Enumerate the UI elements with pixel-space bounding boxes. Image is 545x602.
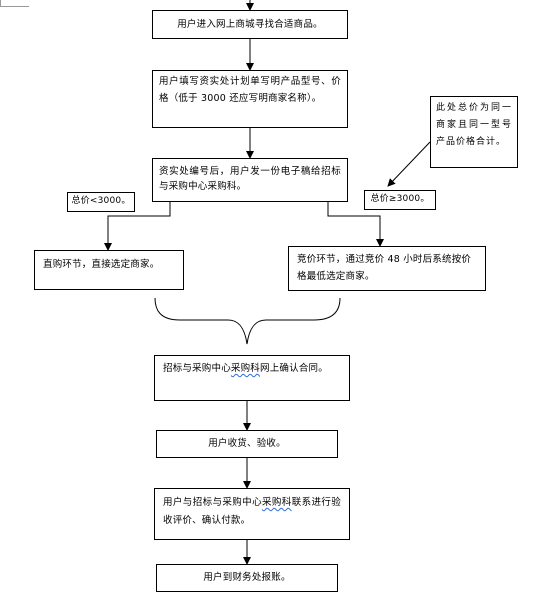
confirm-text-b: 采购科 — [230, 363, 261, 374]
step-finance-reimburse-text: 用户到财务处报账。 — [203, 572, 291, 583]
step-send-draft-text: 资实处编号后，用户发一份电子稿给招标与采购中心采购科。 — [159, 166, 341, 192]
arrow-to-direct-purchase — [104, 202, 171, 251]
arrow-to-bidding — [327, 202, 384, 247]
step-confirm-contract: 招标与采购中心采购科网上确认合同。 — [154, 355, 350, 401]
bidding-text: 竞价环节，通过竞价 48 小时后系统按价格最低选定商家。 — [297, 254, 472, 282]
bidding-box: 竞价环节，通过竞价 48 小时后系统按价格最低选定商家。 — [288, 246, 486, 291]
note-total-price-text: 此处总价为同一商家且同一型号产品价格合计。 — [436, 103, 512, 147]
direct-purchase-box: 直购环节，直接选定商家。 — [34, 250, 184, 290]
contact-text-c: 联系进行验收评价、确认付款。 — [163, 497, 341, 526]
contact-text-a: 用户与招标与采购中心 — [163, 497, 262, 508]
arrow-note-to-label — [387, 141, 431, 187]
branch-label-low-text: 总价<3000。 — [71, 196, 131, 206]
branch-label-low: 总价<3000。 — [67, 192, 135, 212]
step-enter-mall: 用户进入网上商城寻找合适商品。 — [152, 10, 348, 39]
merge-brace — [154, 297, 341, 345]
confirm-text-a: 招标与采购中心 — [163, 363, 231, 374]
page-corner-mark — [0, 0, 29, 7]
branch-label-high-text: 总价≥3000。 — [370, 194, 430, 204]
step-fill-plan-text: 用户填写资实处计划单写明产品型号、价格（低于 3000 还应写明商家名称）。 — [159, 76, 341, 104]
contact-text-b: 采购科 — [261, 497, 292, 508]
step-contact-evaluate: 用户与招标与采购中心采购科联系进行验收评价、确认付款。 — [154, 488, 350, 540]
step-finance-reimburse: 用户到财务处报账。 — [156, 564, 338, 592]
direct-purchase-text: 直购环节，直接选定商家。 — [43, 259, 160, 270]
step-receive-goods-text: 用户收货、验收。 — [208, 438, 286, 449]
confirm-text-c: 网上确认合同。 — [260, 363, 328, 374]
step-receive-goods: 用户收货、验收。 — [156, 430, 338, 458]
step-fill-plan: 用户填写资实处计划单写明产品型号、价格（低于 3000 还应写明商家名称）。 — [152, 70, 348, 128]
branch-label-high: 总价≥3000。 — [364, 190, 436, 210]
note-total-price: 此处总价为同一商家且同一型号产品价格合计。 — [430, 96, 518, 168]
step-send-draft: 资实处编号后，用户发一份电子稿给招标与采购中心采购科。 — [152, 158, 348, 202]
step-enter-mall-text: 用户进入网上商城寻找合适商品。 — [177, 19, 323, 30]
